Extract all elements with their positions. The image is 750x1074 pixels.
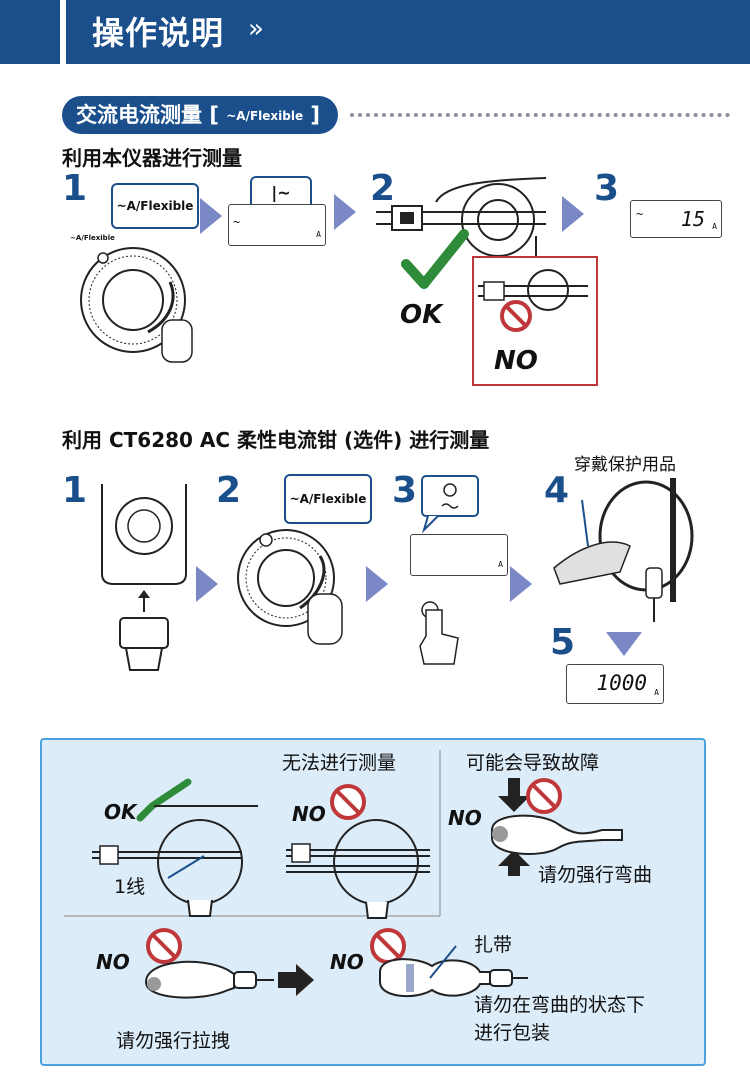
lcd-display-reading: 1000 A bbox=[566, 664, 664, 704]
bulb-bubble-icon bbox=[421, 475, 479, 534]
step-number-2: 2 bbox=[216, 470, 242, 511]
bracket-close: ] bbox=[310, 103, 321, 127]
header-bar bbox=[0, 0, 750, 64]
ok-label: OK bbox=[104, 800, 137, 824]
arrow-down bbox=[606, 632, 642, 656]
flexible-clamp-correct-icon bbox=[92, 778, 258, 917]
lcd-display-reading: ~ 15 A bbox=[630, 200, 722, 238]
meter-connect-icon bbox=[101, 484, 187, 671]
no-label: NO bbox=[96, 950, 130, 974]
step-number-5: 5 bbox=[550, 622, 576, 663]
bundled-clamp-icon bbox=[370, 928, 528, 998]
arrow-right bbox=[334, 194, 356, 230]
arrow-right bbox=[366, 566, 388, 602]
force-bend-icon bbox=[491, 778, 623, 876]
cable-tie-label: 扎带 bbox=[474, 934, 513, 956]
lcd-value: 15 bbox=[680, 207, 705, 231]
ok-check-icon bbox=[401, 229, 469, 289]
lcd-unit: A bbox=[498, 560, 503, 569]
lcd-display-blank: A bbox=[410, 534, 508, 576]
dial-label: ~A/Flexible bbox=[70, 234, 115, 242]
arrow-right bbox=[196, 566, 218, 602]
no-pull-label: 请勿强行拉拽 bbox=[116, 1030, 231, 1052]
flexible-clamp-two-wires-icon bbox=[286, 784, 430, 919]
no-example-box bbox=[472, 256, 598, 386]
no-force-bend-label: 请勿强行弯曲 bbox=[538, 864, 653, 886]
rotary-dial-icon[interactable] bbox=[70, 240, 210, 370]
double-chevron-icon: » bbox=[248, 14, 264, 44]
one-wire-label: 1线 bbox=[114, 876, 146, 898]
lcd-display-blank: ~ A bbox=[228, 204, 326, 246]
gloved-hand-clamp-icon bbox=[553, 478, 694, 622]
may-cause-failure-label: 可能会导致故障 bbox=[466, 752, 600, 774]
section-title-text: 交流电流测量 bbox=[76, 103, 202, 127]
arrow-right bbox=[200, 198, 222, 234]
lcd-ac-symbol: ~ bbox=[233, 215, 241, 229]
protective-gear-label: 穿戴保护用品 bbox=[574, 455, 676, 475]
mode-label: ~A/Flexible bbox=[226, 109, 304, 123]
heading-instrument-measure: 利用本仪器进行测量 bbox=[62, 146, 242, 170]
step-number-1: 1 bbox=[62, 470, 88, 511]
bracket-open: [ bbox=[209, 103, 219, 127]
lcd-ac-symbol: ~ bbox=[636, 207, 644, 221]
no-bundle-label-line1: 请勿在弯曲的状态下 bbox=[474, 994, 646, 1016]
ok-label: OK bbox=[400, 300, 443, 330]
header-divider bbox=[60, 0, 66, 64]
step-number-1: 1 bbox=[62, 168, 88, 209]
step-number-3: 3 bbox=[594, 168, 620, 209]
unable-to-measure-label: 无法进行测量 bbox=[282, 752, 397, 774]
pull-force-icon bbox=[144, 928, 314, 999]
mode-bubble: ~A/Flexible bbox=[284, 474, 372, 524]
lcd-unit: A bbox=[712, 222, 717, 231]
section-title: 交流电流测量 [ ~A/Flexible ] bbox=[62, 96, 338, 134]
clamp-wrong-position-icon bbox=[478, 269, 588, 332]
step-number-2: 2 bbox=[370, 168, 396, 209]
step-number-3: 3 bbox=[392, 470, 418, 511]
lcd-unit: A bbox=[654, 688, 659, 697]
no-label: NO bbox=[448, 806, 482, 830]
no-label: NO bbox=[330, 950, 364, 974]
arrow-right bbox=[510, 566, 532, 602]
dotted-rule bbox=[350, 113, 730, 117]
arrow-right bbox=[562, 196, 584, 232]
finger-press-button-icon bbox=[419, 601, 459, 665]
no-label: NO bbox=[292, 802, 326, 826]
no-bundle-label-line2: 进行包装 bbox=[474, 1022, 551, 1044]
step-number-4: 4 bbox=[544, 470, 570, 511]
page-title: 操作说明 bbox=[92, 14, 225, 52]
rotary-dial-icon[interactable] bbox=[236, 524, 366, 654]
lcd-unit: A bbox=[316, 230, 321, 239]
heading-ct6280-measure: 利用 CT6280 AC 柔性电流钳 (选件) 进行测量 bbox=[62, 428, 490, 452]
no-label: NO bbox=[494, 346, 538, 376]
mode-bubble: ~A/Flexible bbox=[111, 183, 199, 229]
lcd-value: 1000 bbox=[596, 671, 647, 695]
